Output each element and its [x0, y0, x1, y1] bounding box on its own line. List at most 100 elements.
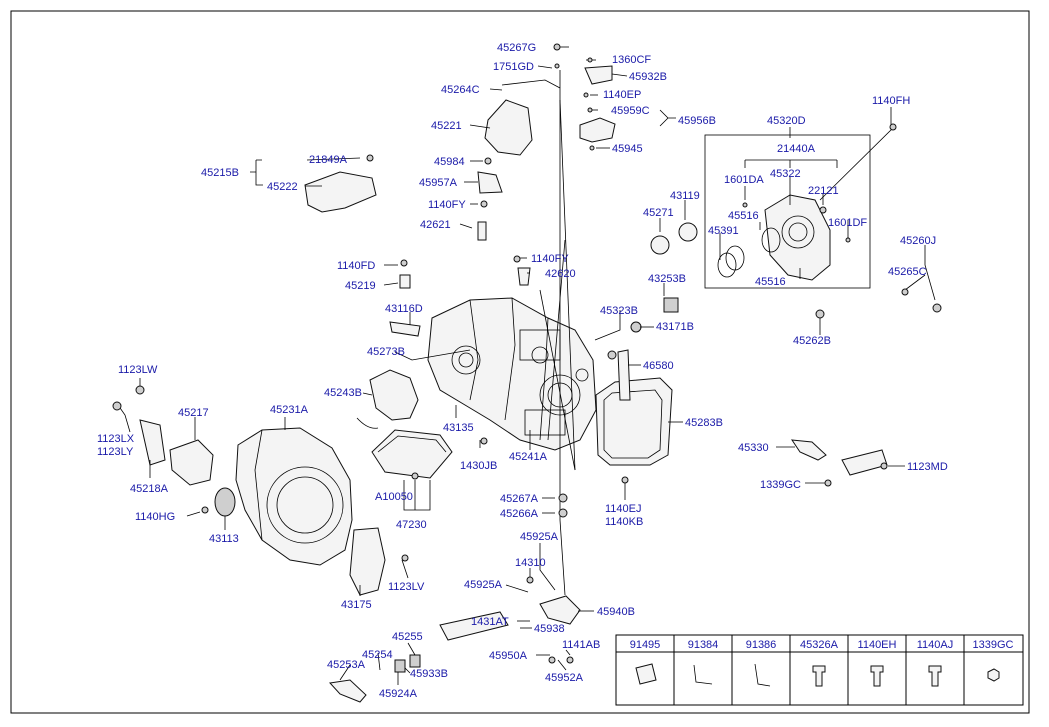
label-45320D[interactable]: 45320D: [767, 115, 806, 127]
label-1339GC[interactable]: 1339GC: [760, 479, 801, 491]
label-45925A-a[interactable]: 45925A: [520, 531, 559, 543]
label-45253A[interactable]: 45253A: [327, 659, 366, 671]
bracket-45932B: [584, 65, 613, 85]
label-1140FY-a[interactable]: 1140FY: [428, 199, 466, 211]
label-45219[interactable]: 45219: [345, 280, 376, 292]
label-45925A-b[interactable]: 45925A: [464, 579, 503, 591]
label-43175[interactable]: 43175: [341, 599, 372, 611]
label-45267G[interactable]: 45267G: [497, 42, 536, 54]
table-header-1140EH: 1140EH: [858, 639, 897, 651]
label-1123MD[interactable]: 1123MD: [907, 461, 948, 473]
label-45265C[interactable]: 45265C: [888, 266, 927, 278]
label-45957A[interactable]: 45957A: [419, 177, 458, 189]
label-45215B[interactable]: 45215B: [201, 167, 239, 179]
label-45283B[interactable]: 45283B: [685, 417, 723, 429]
label-43116D[interactable]: 43116D: [385, 303, 423, 315]
label-1431AT[interactable]: 1431AT: [471, 616, 509, 628]
label-1360CF[interactable]: 1360CF: [612, 54, 651, 66]
label-1140KB[interactable]: 1140KB: [605, 516, 643, 528]
label-47230[interactable]: 47230: [396, 519, 427, 531]
label-45266A[interactable]: 45266A: [500, 508, 539, 520]
label-45222[interactable]: 45222: [267, 181, 298, 193]
plug-43253B: [663, 297, 679, 313]
label-45255[interactable]: 45255: [392, 631, 423, 643]
rear-cover-assembly: [717, 194, 851, 281]
label-45323B[interactable]: 45323B: [600, 305, 638, 317]
bracket-91384-icon: [693, 664, 713, 685]
label-43119[interactable]: 43119: [670, 190, 700, 202]
label-1140EJ[interactable]: 1140EJ: [605, 503, 642, 515]
label-45241A[interactable]: 45241A: [509, 451, 548, 463]
label-43171B[interactable]: 43171B: [656, 321, 694, 333]
label-22121[interactable]: 22121: [808, 185, 839, 197]
label-1430JB[interactable]: 1430JB: [460, 460, 497, 472]
rod-45938: [439, 611, 509, 641]
label-45952A[interactable]: 45952A: [545, 672, 584, 684]
label-1751GD[interactable]: 1751GD: [493, 61, 534, 73]
label-45924A[interactable]: 45924A: [379, 688, 418, 700]
bracket-45222: [304, 171, 377, 213]
label-45254[interactable]: 45254: [362, 649, 393, 661]
label-45267A[interactable]: 45267A: [500, 493, 539, 505]
label-1123LW[interactable]: 1123LW: [118, 364, 158, 376]
label-1601DA[interactable]: 1601DA: [724, 174, 764, 186]
pipe-45264C: [501, 79, 561, 89]
label-45262B[interactable]: 45262B: [793, 335, 831, 347]
label-45217[interactable]: 45217: [178, 407, 209, 419]
label-43135[interactable]: 43135: [443, 422, 474, 434]
sensor-42620: [517, 267, 531, 286]
label-42621[interactable]: 42621: [420, 219, 451, 231]
label-45322[interactable]: 45322: [770, 168, 801, 180]
table-header-45326A: 45326A: [800, 639, 839, 651]
label-45260J[interactable]: 45260J: [900, 235, 936, 247]
label-1140FH[interactable]: 1140FH: [872, 95, 910, 107]
converter-housing: [235, 427, 353, 566]
bolt-1140EH-icon: [870, 665, 884, 687]
label-1140FD[interactable]: 1140FD: [337, 260, 375, 272]
label-1123LV[interactable]: 1123LV: [388, 581, 425, 593]
label-21849A[interactable]: 21849A: [309, 154, 348, 166]
label-45264C[interactable]: 45264C: [441, 84, 480, 96]
clip-91495-icon: [635, 663, 657, 685]
label-1140HG[interactable]: 1140HG: [135, 511, 175, 523]
table-header-1339GC: 1339GC: [973, 639, 1014, 651]
bracket-45217: [169, 439, 214, 486]
label-43253B[interactable]: 43253B: [648, 273, 686, 285]
label-45516-b[interactable]: 45516: [755, 276, 786, 288]
label-45950A[interactable]: 45950A: [489, 650, 528, 662]
label-43113[interactable]: 43113: [209, 533, 239, 545]
label-45956B[interactable]: 45956B: [678, 115, 716, 127]
label-45940B[interactable]: 45940B: [597, 606, 635, 618]
oil-filter: [371, 429, 453, 479]
label-45959C[interactable]: 45959C: [611, 105, 650, 117]
label-45218A[interactable]: 45218A: [130, 483, 169, 495]
label-1140EP[interactable]: 1140EP: [603, 89, 641, 101]
label-1123LX[interactable]: 1123LX: [97, 433, 135, 445]
label-14310[interactable]: 14310: [515, 557, 546, 569]
label-45271[interactable]: 45271: [643, 207, 674, 219]
part-labels: 45267G 1751GD 45264C 45221 1360CF 45932B…: [97, 42, 948, 700]
label-45221[interactable]: 45221: [431, 120, 462, 132]
label-45945[interactable]: 45945: [612, 143, 643, 155]
label-1601DF[interactable]: 1601DF: [828, 217, 867, 229]
label-45938[interactable]: 45938: [534, 623, 565, 635]
label-1141AB[interactable]: 1141AB: [562, 639, 600, 651]
label-45273B[interactable]: 45273B: [367, 346, 405, 358]
label-42620[interactable]: 42620: [545, 268, 576, 280]
label-45231A[interactable]: 45231A: [270, 404, 309, 416]
label-45243B[interactable]: 45243B: [324, 387, 362, 399]
label-45984[interactable]: 45984: [434, 156, 465, 168]
label-45932B[interactable]: 45932B: [629, 71, 667, 83]
bushing-45255: [409, 654, 421, 668]
label-45516-a[interactable]: 45516: [728, 210, 759, 222]
label-45330[interactable]: 45330: [738, 442, 769, 454]
label-45391[interactable]: 45391: [708, 225, 739, 237]
hardware-dots: [112, 43, 942, 664]
label-46580[interactable]: 46580: [643, 360, 674, 372]
bracket-45218A: [139, 419, 166, 466]
label-A10050[interactable]: A10050: [375, 491, 413, 503]
label-21440A[interactable]: 21440A: [777, 143, 816, 155]
label-1140FY-b[interactable]: 1140FY: [531, 253, 569, 265]
label-45933B[interactable]: 45933B: [410, 668, 448, 680]
label-1123LY[interactable]: 1123LY: [97, 446, 134, 458]
